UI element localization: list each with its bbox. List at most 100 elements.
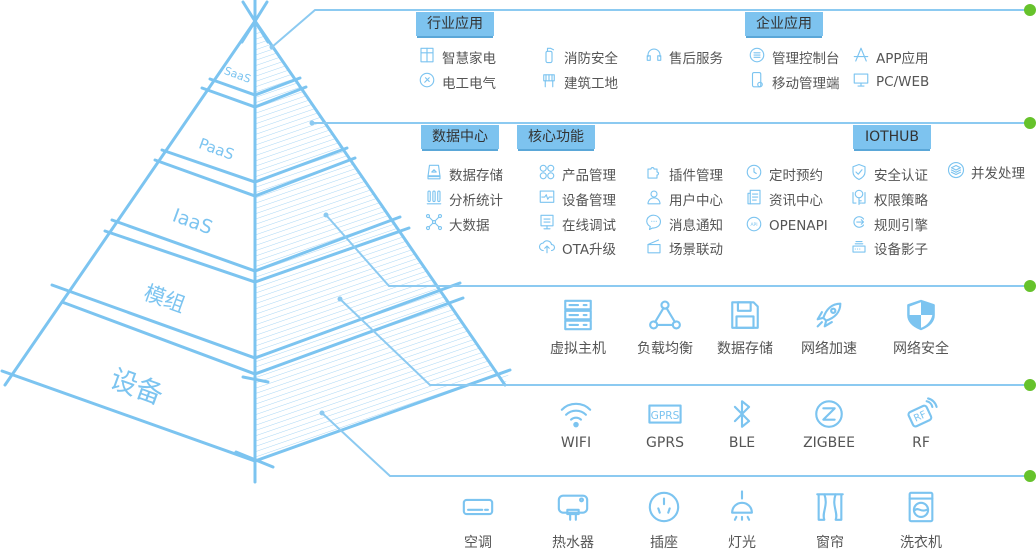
clock-icon (745, 163, 769, 185)
list-item[interactable]: 售后服务 (645, 46, 723, 68)
list-item[interactable]: 消防安全 (540, 46, 618, 68)
item-label: 虚拟主机 (550, 341, 606, 357)
item-label: 并发处理 (971, 166, 1025, 182)
list-item[interactable]: 管理控制台 (748, 46, 840, 68)
fridge-icon (418, 46, 442, 68)
mobile-gear-icon (748, 71, 772, 93)
list-item[interactable]: 插件管理 (645, 163, 723, 185)
list-item[interactable]: 产品管理 (538, 163, 616, 185)
list-item[interactable]: APP应用 (852, 46, 929, 68)
rf-icon: RF (871, 397, 971, 431)
grid-item[interactable]: 网络安全 (871, 298, 971, 358)
list-item[interactable]: 建筑工地 (540, 71, 618, 93)
item-label: 大数据 (449, 218, 490, 234)
item-label: BLE (728, 435, 756, 451)
layers-icon (947, 161, 971, 183)
tag-industry-apps: 行业应用 (416, 12, 494, 36)
item-label: 资讯中心 (769, 193, 823, 209)
grid-item[interactable]: 灯光 (692, 490, 792, 552)
list-item[interactable]: 移动管理端 (748, 71, 840, 93)
list-item[interactable]: 安全认证 (850, 163, 928, 185)
list-item[interactable]: 权限策略 (850, 188, 928, 210)
item-label: OPENAPI (769, 218, 828, 234)
layer-label-paas: PaaS (196, 134, 236, 163)
item-label: 权限策略 (874, 193, 928, 209)
list-item[interactable]: 在线调试 (538, 213, 616, 235)
list-item[interactable]: 设备影子 (850, 237, 928, 259)
item-label: 设备影子 (874, 242, 928, 258)
item-label: WIFI (560, 435, 592, 451)
plug-circle-icon (418, 71, 442, 93)
item-label: 规则引擎 (874, 218, 928, 234)
server-icon (528, 298, 628, 332)
key-lock-icon (850, 188, 874, 210)
item-label: 插座 (650, 535, 678, 551)
rocket-icon (779, 298, 879, 332)
svg-text:RF: RF (912, 409, 928, 424)
item-label: 热水器 (552, 535, 594, 551)
item-label: 智慧家电 (442, 51, 496, 67)
list-item[interactable]: PC/WEB (852, 71, 929, 93)
monitor-icon (852, 71, 876, 93)
api-icon: API (745, 215, 769, 237)
layer-label-device: 设备 (106, 364, 167, 412)
cloud-upload-icon (538, 237, 562, 259)
user-icon (645, 188, 669, 210)
washer-icon (871, 490, 971, 524)
item-label: APP应用 (876, 51, 929, 67)
bluetooth-icon (692, 397, 792, 431)
list-item[interactable]: OTA升级 (538, 237, 616, 259)
grid-item[interactable]: BLE (692, 397, 792, 451)
list-item[interactable]: 用户中心 (645, 188, 723, 210)
list-item[interactable]: 场景联动 (645, 237, 723, 259)
item-label: 插件管理 (669, 168, 723, 184)
list-item[interactable]: 大数据 (425, 213, 490, 235)
grid-item[interactable]: 热水器 (523, 490, 623, 552)
item-label: 定时预约 (769, 168, 823, 184)
bars-icon (425, 188, 449, 210)
tag-iothub: IOTHUB (853, 125, 931, 149)
curtain-icon (780, 490, 880, 524)
list-item[interactable]: 定时预约 (745, 163, 823, 185)
green-end-dots (1024, 4, 1036, 482)
list-item[interactable]: 消息通知 (645, 213, 723, 235)
item-label: 窗帘 (816, 535, 844, 551)
list-item[interactable]: 资讯中心 (745, 188, 823, 210)
list-item[interactable]: 数据存储 (425, 163, 503, 185)
construction-icon (540, 71, 564, 93)
list-item[interactable]: 智慧家电 (418, 46, 496, 68)
item-label: 售后服务 (669, 51, 723, 67)
news-icon (745, 188, 769, 210)
grid-item[interactable]: 网络加速 (779, 298, 879, 358)
debug-screen-icon (538, 213, 562, 235)
list-item[interactable]: 并发处理 (947, 161, 1025, 183)
grid-item[interactable]: 空调 (428, 490, 528, 552)
lamp-icon (692, 490, 792, 524)
list-item[interactable]: 规则引擎 (850, 213, 928, 235)
grid-item[interactable]: 负载均衡 (615, 298, 715, 358)
device-monitor-icon (538, 188, 562, 210)
grid-item[interactable]: 数据存储 (695, 298, 795, 358)
item-label: 建筑工地 (564, 76, 618, 92)
item-label: 数据存储 (449, 168, 503, 184)
list-item[interactable]: 分析统计 (425, 188, 503, 210)
grid-item[interactable]: 洗衣机 (871, 490, 971, 552)
water-heater-icon (523, 490, 623, 524)
list-item[interactable]: 电工电气 (418, 71, 496, 93)
item-label: RF (912, 435, 930, 451)
air-conditioner-icon (428, 490, 528, 524)
grid-item[interactable]: RF RF (871, 397, 971, 451)
item-label: 场景联动 (669, 242, 723, 258)
grid-item[interactable]: WIFI (526, 397, 626, 451)
grid-item[interactable]: 窗帘 (780, 490, 880, 552)
gprs-icon: GPRS (615, 397, 715, 431)
list-item[interactable]: 设备管理 (538, 188, 616, 210)
grid-item[interactable]: 虚拟主机 (528, 298, 628, 358)
grid-item[interactable]: ZIGBEE (779, 397, 879, 451)
item-label: 用户中心 (669, 193, 723, 209)
clapper-icon (645, 237, 669, 259)
item-label: ZIGBEE (803, 435, 855, 451)
grid-item[interactable]: 插座 (614, 490, 714, 552)
